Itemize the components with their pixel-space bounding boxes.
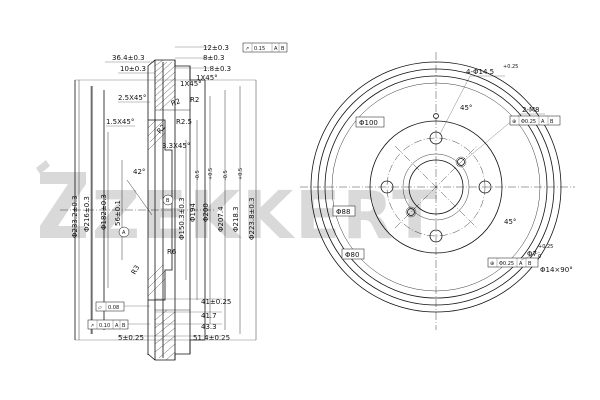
tol-phi200: +0.5 bbox=[208, 168, 214, 180]
zekkert-watermark: ZEKKERT bbox=[36, 160, 439, 254]
hatch-top bbox=[154, 59, 176, 111]
top-runout-value: 0.15 bbox=[254, 46, 265, 52]
pos-tol-value: Φ0.25 bbox=[521, 119, 536, 125]
threaded-holes bbox=[405, 156, 467, 218]
dim-phi233: Φ233.2±0.3 bbox=[71, 195, 79, 238]
diameter-dim-lines bbox=[75, 79, 257, 341]
bottom-dimensions: 41±0.25 41.7 43.3 51.4±0.25 5±0.25 bbox=[118, 298, 231, 342]
dim-phi194: Φ194 bbox=[189, 203, 197, 222]
pilot-tol-ref1: A bbox=[519, 261, 523, 267]
small-hole-top bbox=[433, 113, 439, 119]
runout-value: 0.10 bbox=[99, 323, 110, 329]
small-hole-diam: Φ7 bbox=[527, 250, 537, 258]
hatch-bottom bbox=[154, 309, 176, 361]
runout-frame: ↗ 0.10 A B bbox=[87, 319, 150, 330]
angle-datums: 42° A B bbox=[118, 168, 174, 238]
dim-12: 12±0.3 bbox=[203, 44, 229, 52]
dim-phi200: Φ200 bbox=[202, 203, 210, 222]
chamfer-labels: 1X45° 1X45° 2.5X45° 1.5X45° 3.3X45° bbox=[106, 74, 218, 150]
chamfer-1x45-b: 1X45° bbox=[196, 74, 218, 82]
front-view: 4-Φ14.5 +0.25 45° 45° 2-M8 ⊕ Φ0.25 A B Φ… bbox=[300, 52, 575, 330]
dim-5: 5±0.25 bbox=[118, 334, 144, 342]
pilot-tol-ref2: B bbox=[528, 261, 532, 267]
dim-10: 10±0.3 bbox=[120, 65, 146, 73]
chamfer-1-5x45: 1.5X45° bbox=[106, 118, 134, 126]
diameter-labels: Φ233.2±0.3 Φ216±0.3 Φ182±0.3 56±0.1 Φ150… bbox=[71, 168, 256, 240]
dim-41: 41±0.25 bbox=[201, 298, 231, 306]
datum-b: B bbox=[166, 198, 170, 204]
front-callouts: 4-Φ14.5 +0.25 45° 45° 2-M8 ⊕ Φ0.25 A B Φ… bbox=[332, 64, 573, 274]
radius-r6: R6 bbox=[167, 248, 177, 256]
pcd-phi100: Φ100 bbox=[359, 119, 378, 127]
top-runout-symbol: ↗ bbox=[245, 46, 249, 52]
pos-tol-symbol: ⊕ bbox=[512, 119, 516, 125]
watermark-brand: ZEKKERT bbox=[92, 177, 439, 254]
dim-51-4: 51.4±0.25 bbox=[193, 334, 230, 342]
dim-phi150: Φ150.3±0.3 bbox=[178, 197, 186, 240]
dim-phi216: Φ216±0.3 bbox=[83, 196, 91, 232]
flatness-frame: ▱ 0.08 bbox=[95, 301, 150, 312]
dim-41-7: 41.7 bbox=[201, 312, 217, 320]
tol-phi207: -0.5 bbox=[223, 170, 229, 180]
top-runout-ref2: B bbox=[281, 46, 285, 52]
dim-phi223: Φ223.8±0.3 bbox=[248, 197, 256, 240]
flatness-value: 0.08 bbox=[108, 305, 119, 311]
holes-qty: 4-Φ14.5 bbox=[466, 68, 494, 76]
angle-top-45: 45° bbox=[460, 104, 472, 112]
dim-1-8: 1.8±0.3 bbox=[203, 65, 231, 73]
pilot-phi80: Φ80 bbox=[345, 251, 359, 259]
section-view: Φ233.2±0.3 Φ216±0.3 Φ182±0.3 56±0.1 Φ150… bbox=[60, 42, 288, 361]
tol-phi194: -0.5 bbox=[195, 170, 201, 180]
runout-symbol: ↗ bbox=[90, 323, 94, 329]
angle-right-45: 45° bbox=[504, 218, 516, 226]
counter-sink: Φ14×90° bbox=[540, 266, 573, 274]
chamfer-3-3x45: 3.3X45° bbox=[162, 142, 190, 150]
radius-labels: R2 R2 R2.5 R2 R6 R3 bbox=[130, 96, 200, 276]
tol-phi218: +0.5 bbox=[238, 168, 244, 180]
holes-tol: +0.25 bbox=[503, 64, 518, 70]
pos-tol-ref1: A bbox=[541, 119, 545, 125]
radius-r2-c: R2 bbox=[155, 123, 167, 135]
dim-phi182: Φ182±0.3 bbox=[100, 194, 108, 230]
small-hole-tol-low: 0 bbox=[538, 254, 541, 260]
angle-42: 42° bbox=[133, 168, 145, 176]
dim-36-4: 36.4±0.3 bbox=[112, 54, 145, 62]
chamfer-2-5x45: 2.5X45° bbox=[118, 94, 146, 102]
small-hole-tol-up: +0.25 bbox=[538, 244, 553, 250]
radius-r3: R3 bbox=[130, 264, 142, 276]
top-dimensions: 36.4±0.3 10±0.3 12±0.3 8±0.3 1.8±0.3 bbox=[105, 44, 231, 74]
bore-phi88: Φ88 bbox=[336, 208, 350, 216]
radius-r2-b: R2 bbox=[190, 96, 199, 104]
dim-phi207: Φ207.4 bbox=[217, 206, 225, 232]
flatness-symbol: ▱ bbox=[98, 305, 102, 311]
runout-ref2: B bbox=[122, 323, 126, 329]
pilot-tol-value: Φ0.25 bbox=[499, 261, 514, 267]
pos-tol-ref2: B bbox=[550, 119, 554, 125]
chamfer-1x45-a: 1X45° bbox=[180, 80, 202, 88]
runout-ref1: A bbox=[115, 323, 119, 329]
dim-phi218: Φ218.3 bbox=[232, 206, 240, 232]
radius-r2-a: R2 bbox=[170, 97, 182, 108]
dim-8: 8±0.3 bbox=[203, 54, 224, 62]
top-runout-frame: ↗ 0.15 A B bbox=[242, 42, 288, 53]
bolt-holes bbox=[380, 131, 492, 243]
radius-r2-5: R2.5 bbox=[176, 118, 192, 126]
hatch-hub bbox=[147, 119, 166, 297]
pilot-tol-symbol: ⊕ bbox=[490, 261, 494, 267]
thread-2-m8: 2-M8 bbox=[522, 106, 539, 114]
dim-43-3: 43.3 bbox=[201, 323, 217, 331]
top-runout-ref1: A bbox=[274, 46, 278, 52]
dim-56: 56±0.1 bbox=[114, 200, 122, 226]
datum-a: A bbox=[122, 230, 126, 236]
